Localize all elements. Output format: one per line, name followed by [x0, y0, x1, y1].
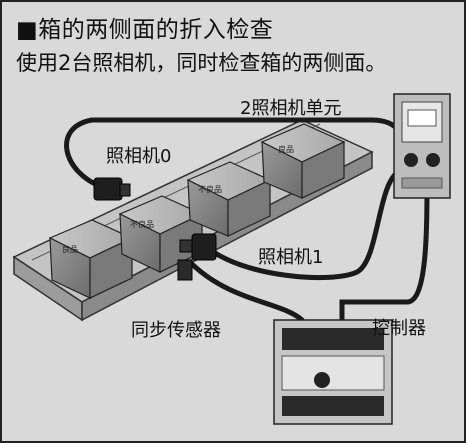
box-good-1: 良品	[48, 219, 134, 299]
camera-0	[93, 177, 131, 201]
box-good-2: 良品	[260, 123, 346, 199]
figure-title: ■箱的两侧面的折入检查	[16, 17, 274, 43]
label-sync-sensor: 同步传感器	[131, 320, 221, 341]
label-camera-0: 照相机0	[106, 146, 172, 167]
cables	[64, 117, 430, 323]
controller	[273, 319, 393, 425]
camera-1	[179, 233, 217, 261]
camera-unit	[393, 93, 451, 199]
box-label-defect-1: 不良品	[130, 219, 154, 229]
label-camera-unit: 2照相机单元	[240, 98, 342, 119]
sync-sensor	[177, 259, 193, 281]
label-controller: 控制器	[372, 318, 426, 339]
box-label-good-2: 良品	[278, 144, 294, 154]
figure-subtitle: 使用2台照相机，同时检查箱的两侧面。	[16, 51, 387, 75]
label-camera-1: 照相机1	[258, 247, 324, 268]
box-label-defect-2: 不良品	[198, 184, 222, 194]
box-label-good-1: 良品	[62, 244, 78, 254]
